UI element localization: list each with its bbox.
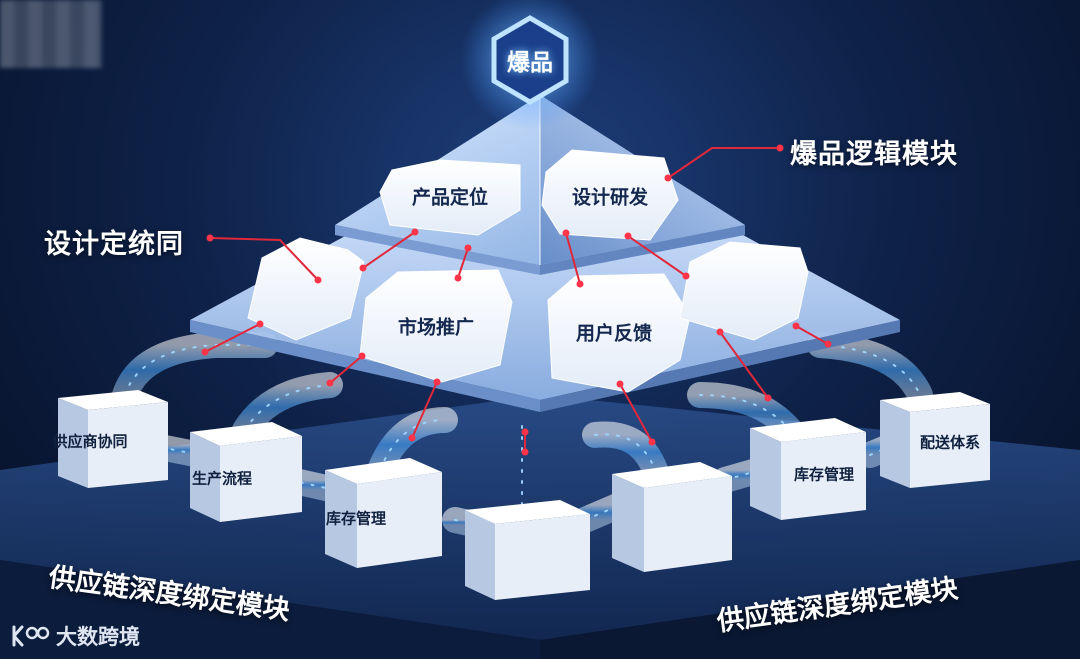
hex-label-product-positioning: 产品定位 bbox=[411, 186, 489, 209]
hex-label-user-feedback: 用户反馈 bbox=[575, 322, 653, 345]
callout-logic-module: 爆品逻辑模块 bbox=[790, 139, 958, 170]
cube-inventory-left bbox=[325, 458, 442, 568]
red-connectors bbox=[204, 147, 829, 452]
hex-label-marketing: 市场推广 bbox=[397, 316, 475, 339]
cube-label-inventory-right: 库存管理 bbox=[793, 465, 855, 484]
hex-design-rd bbox=[541, 149, 679, 241]
callout-design-unify: 设计定统同 bbox=[44, 229, 184, 260]
cube-label-inventory-left: 库存管理 bbox=[325, 509, 387, 528]
red-connector-dots bbox=[201, 144, 832, 456]
cube-label-delivery: 配送体系 bbox=[919, 433, 981, 452]
kcoo-logo-icon bbox=[12, 625, 50, 647]
cube-label-supplier: 供应商协同 bbox=[52, 432, 128, 451]
hex-right-empty bbox=[679, 241, 809, 341]
cube-label-production: 生产流程 bbox=[191, 469, 253, 488]
hex-product-positioning bbox=[379, 159, 521, 236]
hex-marketing bbox=[359, 269, 513, 383]
hex-label-design-rd: 设计研发 bbox=[571, 186, 649, 209]
top-node bbox=[460, 0, 600, 130]
cube-center bbox=[465, 500, 590, 600]
watermark-text: 大数跨境 bbox=[56, 625, 140, 649]
top-node-label: 爆品 bbox=[507, 50, 553, 76]
cube-inventory-right bbox=[750, 418, 866, 520]
hex-left-empty bbox=[247, 237, 365, 341]
supply-cubes bbox=[58, 390, 990, 600]
hex-user-feedback bbox=[547, 273, 691, 393]
cube-supplier bbox=[58, 390, 168, 488]
blurred-corner-patch bbox=[0, 0, 102, 68]
hex-tiles bbox=[247, 149, 809, 393]
watermark: 大数跨境 bbox=[10, 621, 140, 651]
cube-production bbox=[190, 422, 302, 522]
cube-delivery bbox=[880, 392, 990, 488]
cube-right-empty bbox=[612, 462, 732, 572]
